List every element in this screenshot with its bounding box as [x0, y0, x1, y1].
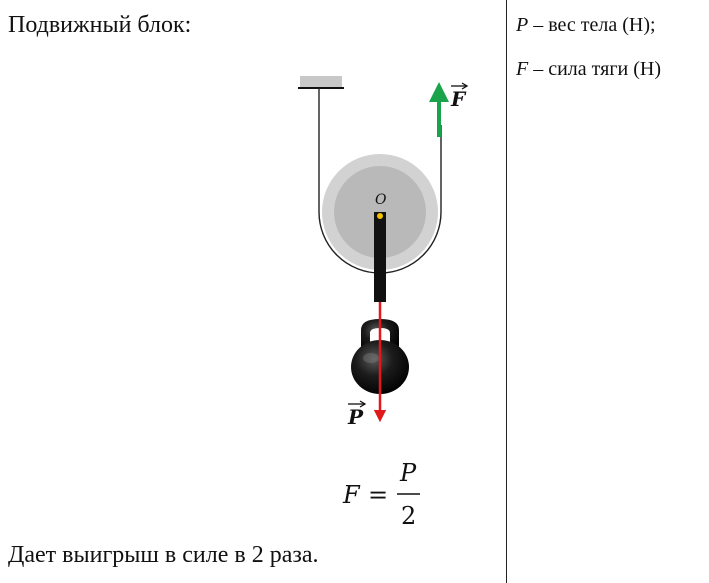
legend-p-text: – вес тела (Н);	[533, 14, 656, 36]
center-label: O	[375, 192, 387, 208]
force-f-label: F	[450, 87, 467, 111]
force-f-vector-tip	[461, 82, 469, 90]
formula-numerator: P	[399, 459, 417, 487]
divider	[506, 0, 507, 583]
legend-weight: P – вес тела (Н);	[516, 14, 656, 37]
legend-f-symbol: F	[516, 58, 529, 80]
title: Подвижный блок:	[8, 12, 192, 38]
force-p-label: P	[347, 405, 364, 429]
kettlebell-handle	[361, 319, 399, 352]
legend-pull: F – сила тяги (Н)	[516, 58, 661, 81]
axle-dot	[377, 213, 383, 219]
formula-lhs: F	[342, 481, 361, 509]
force-p-vector-tip	[359, 400, 367, 408]
ceiling-support	[300, 76, 342, 87]
hanging-rod	[374, 212, 386, 302]
kettlebell-highlight	[363, 353, 379, 363]
formula-equals: =	[368, 481, 388, 509]
legend-p-symbol: P	[516, 14, 529, 36]
legend-f-text: – сила тяги (Н)	[533, 58, 662, 80]
formula-denominator: 2	[401, 502, 416, 530]
conclusion: Дает выигрыш в силе в 2 раза.	[8, 542, 319, 568]
